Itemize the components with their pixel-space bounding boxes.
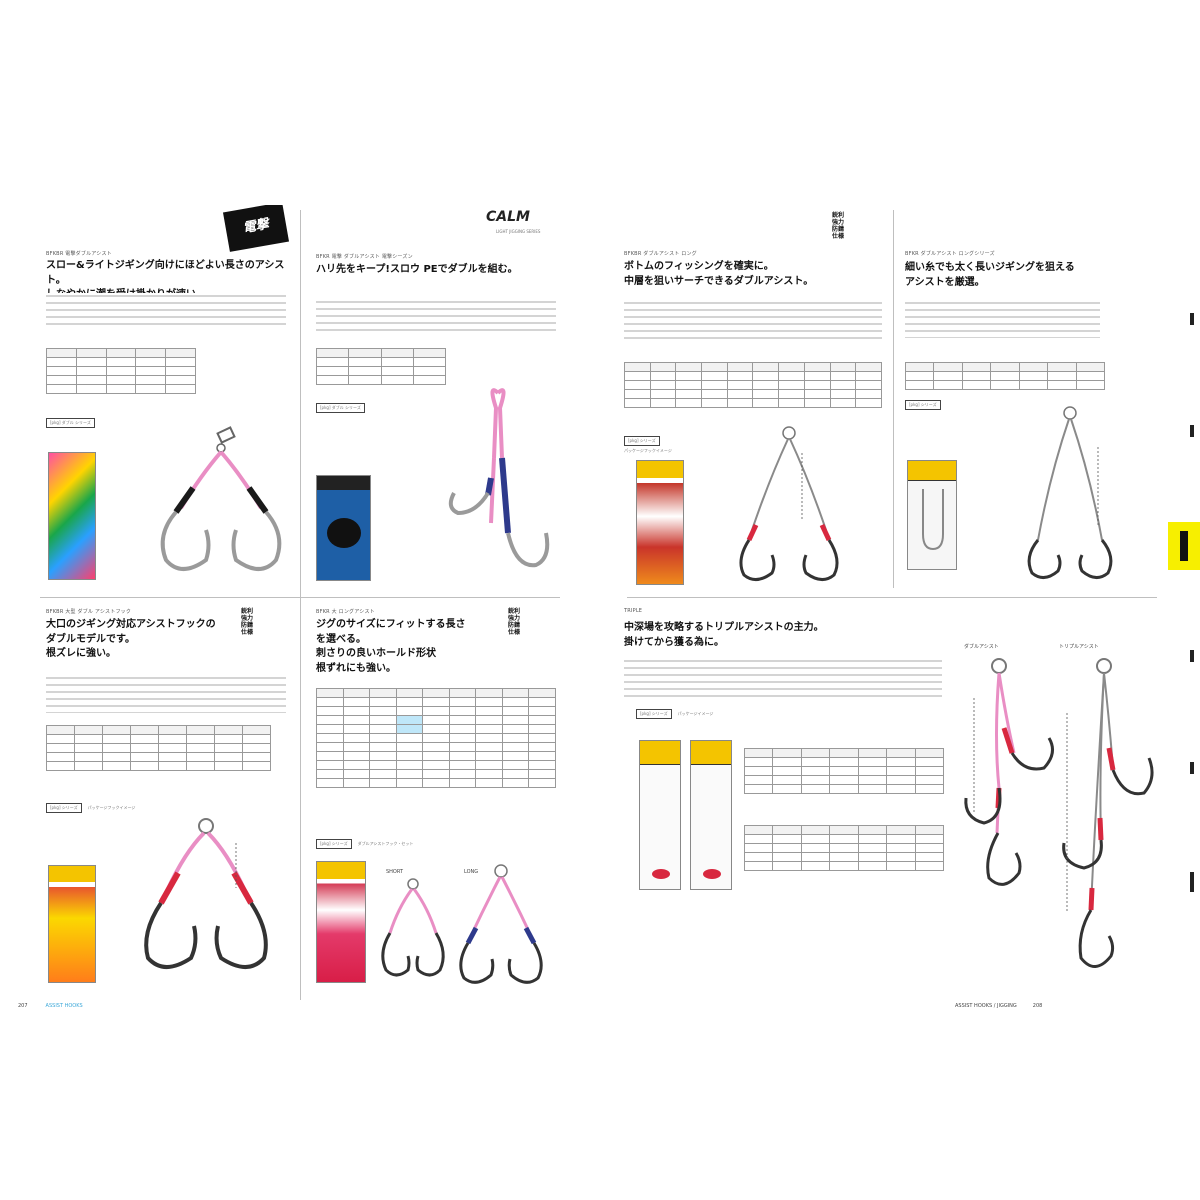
series-note: パッケージイメージ bbox=[677, 711, 714, 716]
product-headline: 大口のジギング対応アシストフックの ダブルモデルです。 根ズレに強い。 bbox=[46, 619, 216, 659]
product-code: BFKR 大 ロングアシスト bbox=[316, 609, 375, 615]
product-description bbox=[624, 658, 942, 698]
series-label: [pkg] シリーズ bbox=[636, 709, 672, 719]
product-headline: ハリ先をキープ!スロウ PEでダブルを組む。 bbox=[316, 264, 518, 275]
product-card-bottom-left: 鋭利 強力 防錆 仕様 BFKBR 大型 ダブル アシストフック 大口のジギング… bbox=[46, 603, 294, 988]
long-double-assist-illustration bbox=[459, 864, 543, 984]
product-package bbox=[907, 460, 957, 570]
brand-logo: 電撃 bbox=[222, 205, 290, 252]
product-card-top-right-2: BFKR ダブルアシスト ロングシリーズ 細い糸でも太く長いジギングを狙える ア… bbox=[905, 205, 1155, 593]
product-code: BFKBR 大型 ダブル アシストフック bbox=[46, 609, 132, 615]
left-page-center-divider bbox=[300, 210, 301, 1000]
index-tab-active-label bbox=[1180, 531, 1188, 561]
product-description bbox=[905, 300, 1100, 338]
double-assist-hook-illustration bbox=[1027, 406, 1113, 579]
product-description bbox=[46, 293, 286, 327]
product-package bbox=[316, 861, 366, 983]
product-card-bottom-right: TRIPLE 中深場を攻略するトリプルアシストの主力。 掛けてから獲る為に。 [… bbox=[624, 603, 1164, 988]
series-label: [pkg] シリーズ bbox=[316, 839, 352, 849]
page-folio-left: 207 ASSIST HOOKS bbox=[18, 1003, 83, 1009]
product-package bbox=[316, 475, 371, 581]
brand-logo: CALM bbox=[486, 209, 530, 225]
double-assist-hook-illustration bbox=[160, 426, 282, 571]
series-label: [pkg] シリーズ bbox=[624, 436, 660, 446]
product-code: BFKBR 電撃ダブルアシスト bbox=[46, 251, 112, 257]
package-hook-icon bbox=[922, 489, 944, 551]
index-tab-active[interactable] bbox=[1168, 522, 1200, 570]
product-package bbox=[48, 865, 96, 983]
feature-stamp: 鋭利 強力 防錆 仕様 bbox=[241, 608, 254, 636]
product-package bbox=[636, 460, 684, 585]
product-card-bottom-center: 鋭利 強力 防錆 仕様 BFKR 大 ロングアシスト ジグのサイズにフィットする… bbox=[316, 603, 566, 988]
series-note: パッケージフックイメージ bbox=[624, 448, 672, 453]
product-card-top-left: 電撃 BFKBR 電撃ダブルアシスト スロー&ライトジギング向けにほどよい長さの… bbox=[46, 205, 294, 593]
product-headline: ボトムのフィッシングを確実に。 中層を狙いサーチできるダブルアシスト。 bbox=[624, 261, 814, 287]
product-code: BFKR 電撃 ダブルアシスト 電撃シーズン bbox=[316, 254, 413, 260]
right-page-middle-divider bbox=[627, 597, 1157, 598]
product-card-top-center: CALM LIGHT JIGGING SERIES BFKR 電撃 ダブルアシス… bbox=[316, 205, 566, 593]
page-folio-right: ASSIST HOOKS / JIGGING 208 bbox=[955, 1003, 1042, 1009]
spec-table bbox=[905, 362, 1106, 390]
index-tab-marker-1 bbox=[1190, 313, 1194, 325]
page-number: 208 bbox=[1032, 1003, 1043, 1009]
series-label-row: [pkg] シリーズ パッケージフックイメージ bbox=[46, 803, 135, 813]
series-label: [pkg] シリーズ bbox=[46, 803, 82, 813]
index-tab-marker-4 bbox=[1190, 762, 1194, 774]
short-label: SHORT bbox=[386, 869, 404, 875]
product-package bbox=[48, 452, 96, 580]
spec-table-double bbox=[743, 748, 945, 794]
double-assist-hook-illustration bbox=[448, 388, 550, 568]
product-card-top-right-1: 鋭利 強力 防錆 仕様 BFKBR ダブルアシスト ロング ボトムのフィッシング… bbox=[624, 205, 886, 593]
folio-title: ASSIST HOOKS bbox=[45, 1003, 83, 1009]
series-label-row: [pkg] シリーズ パッケージフックイメージ bbox=[624, 427, 672, 454]
double-assist-hook-illustration bbox=[144, 818, 268, 969]
double-assist-hook-illustration bbox=[739, 426, 839, 581]
series-label-row: [pkg] シリーズ パッケージイメージ bbox=[636, 709, 713, 719]
feature-stamp: 鋭利 強力 防錆 仕様 bbox=[508, 608, 521, 636]
triple-assist-illustration bbox=[1062, 658, 1154, 968]
triple-assist-label: トリプルアシスト bbox=[1059, 644, 1099, 650]
feature-stamp: 鋭利 強力 防錆 仕様 bbox=[832, 212, 845, 240]
left-page-middle-divider bbox=[40, 597, 560, 598]
double-staggered-assist-illustration bbox=[964, 658, 1055, 886]
series-note: ダブルアシストフック・セット bbox=[357, 841, 414, 846]
index-tab-marker-5 bbox=[1190, 872, 1194, 892]
series-label: [pkg] ダブル シリーズ bbox=[316, 403, 365, 413]
short-double-assist-illustration bbox=[381, 878, 445, 977]
long-label: LONG bbox=[464, 869, 479, 875]
spec-table bbox=[46, 348, 196, 394]
index-tab-marker-3 bbox=[1190, 650, 1194, 662]
product-code: BFKBR ダブルアシスト ロング bbox=[624, 251, 697, 257]
page-number: 207 bbox=[18, 1003, 28, 1009]
spec-table bbox=[46, 725, 271, 771]
series-label-row: [pkg] シリーズ ダブルアシストフック・セット bbox=[316, 839, 413, 849]
product-code: BFKR ダブルアシスト ロングシリーズ bbox=[905, 251, 995, 257]
product-headline: ジグのサイズにフィットする長さ を選べる。 刺さりの良いホールド形状 根ずれにも… bbox=[316, 619, 466, 674]
spec-table bbox=[316, 688, 556, 788]
product-package-2 bbox=[690, 740, 732, 890]
product-description bbox=[46, 675, 286, 713]
folio-title: ASSIST HOOKS / JIGGING bbox=[955, 1003, 1017, 1009]
product-headline: 中深場を攻略するトリプルアシストの主力。 掛けてから獲る為に。 bbox=[624, 622, 824, 648]
product-description bbox=[624, 300, 882, 340]
product-headline: 細い糸でも太く長いジギングを狙える アシストを厳選。 bbox=[905, 262, 1075, 288]
series-label: [pkg] シリーズ bbox=[905, 400, 941, 410]
product-package-1 bbox=[639, 740, 681, 890]
brand-sub: LIGHT JIGGING SERIES bbox=[496, 229, 541, 234]
index-tab-marker-2 bbox=[1190, 425, 1194, 437]
double-assist-label: ダブルアシスト bbox=[964, 644, 999, 650]
spec-table bbox=[624, 362, 882, 408]
spec-table-triple bbox=[743, 825, 945, 871]
series-label: [pkg] ダブル シリーズ bbox=[46, 418, 95, 428]
spec-table bbox=[316, 348, 447, 385]
product-code: TRIPLE bbox=[624, 608, 643, 614]
series-note: パッケージフックイメージ bbox=[87, 805, 136, 810]
right-page-center-divider bbox=[893, 210, 894, 588]
product-description bbox=[316, 299, 556, 333]
